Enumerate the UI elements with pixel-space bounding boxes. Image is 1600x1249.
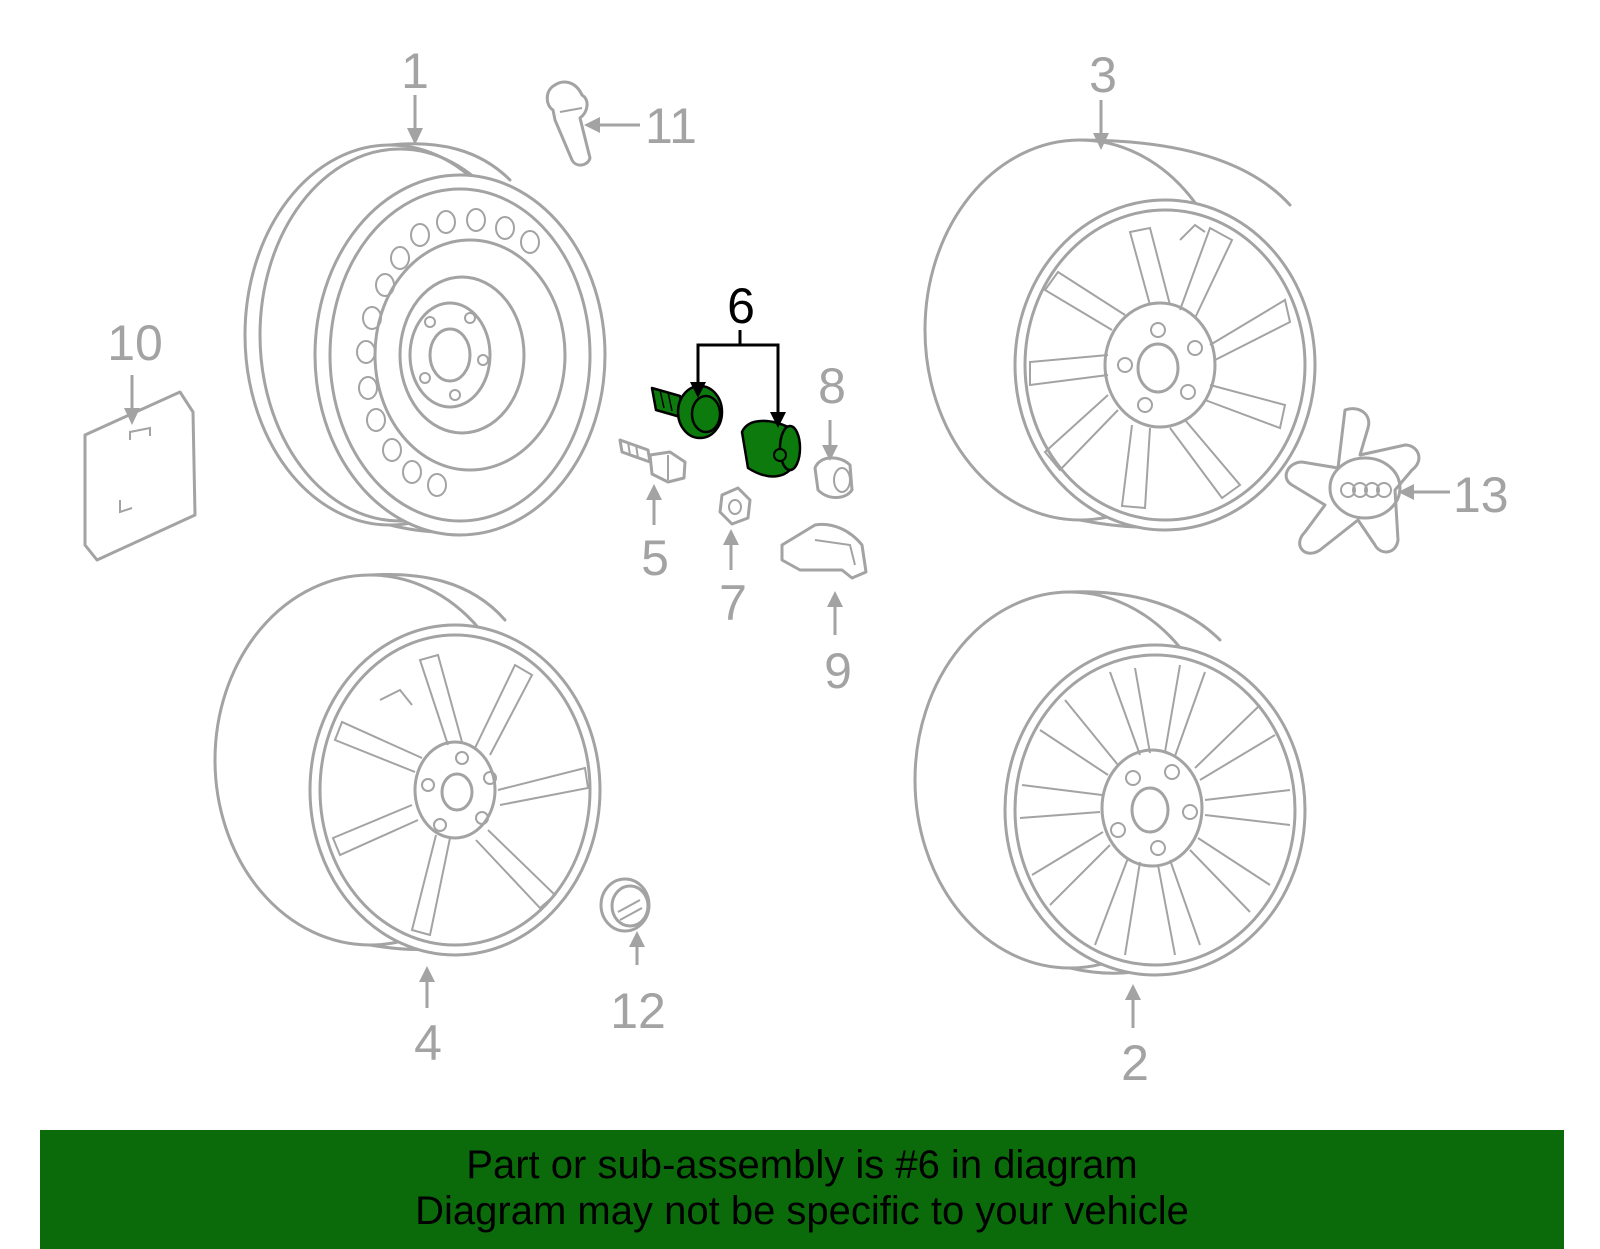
alloy-wheel-5-double-spoke bbox=[213, 572, 602, 957]
callout-9: 9 bbox=[824, 643, 852, 699]
alloy-wheel-10-spoke bbox=[923, 138, 1317, 532]
callout-1: 1 bbox=[401, 43, 429, 99]
bolt-cap bbox=[718, 486, 752, 526]
callout-11: 11 bbox=[645, 98, 697, 154]
valve-stem bbox=[545, 80, 592, 167]
callout-10: 10 bbox=[107, 315, 163, 371]
callout-13: 13 bbox=[1453, 467, 1509, 523]
callout-12: 12 bbox=[610, 983, 666, 1039]
wheel-lock-bolt-set bbox=[650, 384, 802, 478]
steel-wheel bbox=[243, 142, 607, 537]
callout-7: 7 bbox=[719, 575, 747, 631]
callout-6: 6 bbox=[727, 278, 755, 334]
info-banner: Part or sub-assembly is #6 in diagram Di… bbox=[40, 1130, 1564, 1249]
wheel-bolt bbox=[618, 438, 687, 484]
banner-line-2: Diagram may not be specific to your vehi… bbox=[415, 1189, 1189, 1233]
banner-line-1: Part or sub-assembly is #6 in diagram bbox=[466, 1143, 1138, 1187]
callout-3: 3 bbox=[1089, 47, 1117, 103]
valve-nut bbox=[813, 456, 854, 499]
callout-8: 8 bbox=[818, 358, 846, 414]
tpms-sensor bbox=[780, 522, 868, 580]
callout-4: 4 bbox=[414, 1015, 442, 1071]
callout-5: 5 bbox=[641, 530, 669, 586]
tire-info-label bbox=[83, 390, 197, 562]
alloy-wheel-multi-spoke bbox=[913, 590, 1307, 977]
center-cap bbox=[1284, 407, 1421, 555]
small-center-cap bbox=[599, 877, 651, 933]
callout-2: 2 bbox=[1121, 1035, 1149, 1091]
